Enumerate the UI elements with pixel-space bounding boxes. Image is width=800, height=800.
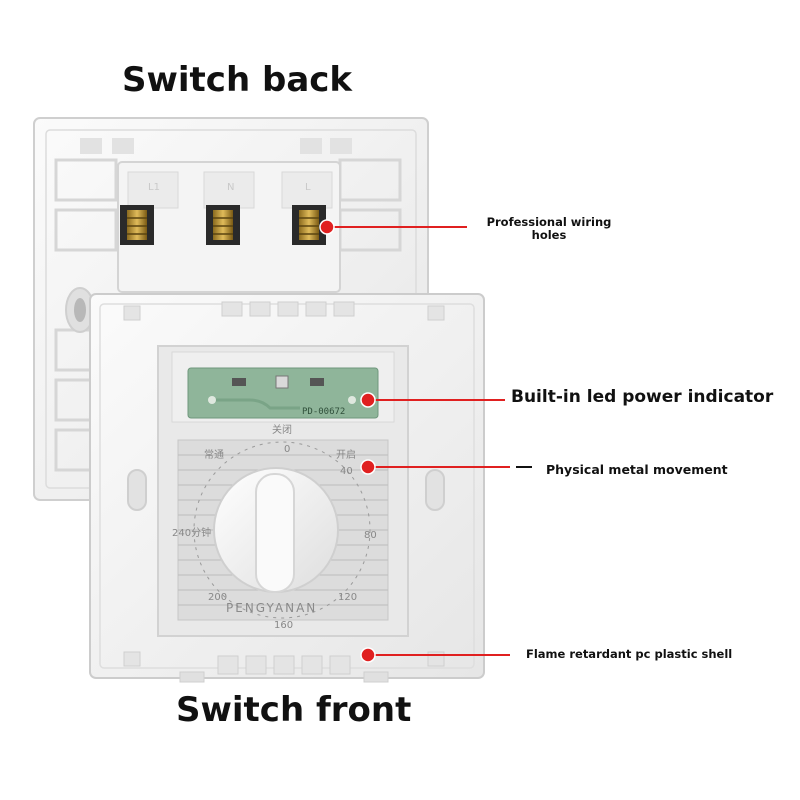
callout-markers (319, 219, 532, 663)
brand-label: PENGYANAN (226, 601, 317, 615)
dial-240-label: 240分钟 (172, 526, 211, 539)
terminal-label: N (227, 182, 234, 193)
dial-number: 0 (284, 444, 290, 455)
dial-always-label: 常通 (204, 448, 224, 461)
dial-number: 40 (340, 466, 353, 477)
terminal-label: L1 (148, 182, 160, 193)
dial-number: 120 (338, 592, 357, 603)
callout-led-indicator: Built-in led power indicator (511, 387, 774, 407)
switch-front-title: Switch front (176, 690, 412, 730)
switch-back-title: Switch back (122, 60, 353, 100)
rotary-knob (213, 467, 339, 593)
dial-number: 160 (274, 620, 293, 631)
callout-metal-movement: Physical metal movement (546, 462, 728, 477)
dial-off-label: 关闭 (272, 423, 292, 436)
led-indicator-pcb: PD-00672 (187, 367, 379, 419)
callout-plastic-shell: Flame retardant pc plastic shell (526, 647, 733, 661)
dial-number: 80 (364, 530, 377, 541)
callout-wiring-holes: Professional wiring holes (486, 215, 612, 242)
switch-front-plate: PD-00672 关闭 开启 常通 0 40 80 120 160 (89, 293, 485, 683)
wiring-hole (206, 205, 240, 245)
terminal-label: L (305, 182, 311, 193)
wiring-hole (120, 205, 154, 245)
dial-number: 200 (208, 592, 227, 603)
wiring-hole (292, 205, 326, 245)
dial-on-label: 开启 (336, 448, 356, 461)
pcb-label: PD-00672 (302, 407, 345, 417)
